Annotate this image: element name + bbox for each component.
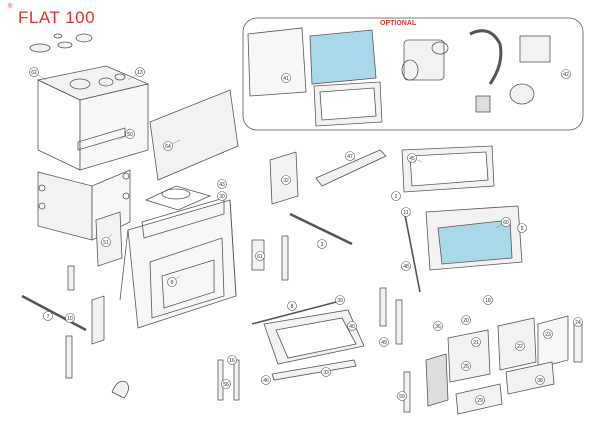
callout-23: 23 — [545, 332, 551, 338]
callout-56: 56 — [223, 382, 229, 388]
callout-39: 39 — [337, 298, 343, 304]
callout-48: 48 — [403, 264, 409, 270]
callout-49: 49 — [381, 340, 387, 346]
small-bracket-left — [91, 295, 105, 345]
door-rail — [403, 209, 421, 293]
callout-40: 40 — [349, 324, 355, 330]
firebrick-kit — [425, 315, 583, 415]
page-title: ® FLAT 100 — [8, 4, 96, 28]
top-plate — [36, 65, 150, 171]
vertical-bar-left — [65, 335, 73, 379]
glove-part — [111, 380, 129, 399]
optional-parts — [247, 27, 551, 127]
lower-post-2 — [233, 359, 240, 401]
callout-24: 24 — [575, 320, 581, 326]
lower-frame — [263, 309, 365, 381]
deflector — [315, 149, 387, 187]
callout-64: 64 — [165, 144, 171, 150]
short-tube — [67, 265, 75, 291]
right-post — [379, 287, 387, 327]
door-glass — [437, 219, 513, 265]
callout-36: 36 — [435, 324, 441, 330]
callout-61: 61 — [257, 254, 263, 260]
callout-9: 9 — [171, 280, 174, 286]
callout-62: 62 — [31, 70, 37, 76]
callout-50: 50 — [127, 132, 133, 138]
callout-8: 8 — [291, 304, 294, 310]
optional-panel — [242, 17, 584, 131]
callout-29: 29 — [477, 398, 483, 404]
callout-60: 60 — [503, 220, 509, 226]
callout-43: 43 — [219, 182, 225, 188]
callout-7: 7 — [47, 314, 50, 320]
callout-21: 21 — [473, 340, 479, 346]
center-rail — [281, 235, 289, 281]
firebox — [119, 185, 237, 329]
lower-rail — [251, 299, 345, 325]
callout-3: 3 — [321, 242, 324, 248]
callout-group: 62 13 64 50 51 43 30 10 7 61 32 3 47 45 … — [29, 67, 583, 405]
registered-mark: ® — [8, 4, 13, 10]
callout-32: 32 — [283, 178, 289, 184]
top-pipe-parts — [29, 33, 93, 53]
callout-59: 59 — [399, 394, 405, 400]
callout-46: 46 — [263, 378, 269, 384]
door-frame-upper — [401, 145, 495, 193]
far-right-post — [403, 371, 411, 413]
callout-38: 38 — [537, 378, 543, 384]
lower-post — [217, 359, 224, 401]
rod-left — [21, 294, 87, 332]
back-panel — [149, 89, 239, 181]
callout-13: 13 — [137, 70, 143, 76]
callout-45: 45 — [409, 156, 415, 162]
callout-2: 2 — [395, 194, 398, 200]
callout-42: 42 — [563, 72, 569, 78]
center-rod — [289, 212, 353, 246]
optional-label: OPTIONAL — [380, 20, 417, 27]
callout-25: 25 — [463, 364, 469, 370]
callout-51: 51 — [103, 240, 109, 246]
callout-41: 41 — [283, 76, 289, 82]
callout-30: 30 — [219, 194, 225, 200]
callout-10: 10 — [67, 316, 73, 322]
callout-20: 20 — [463, 318, 469, 324]
callout-16: 16 — [229, 358, 235, 364]
callout-5: 5 — [521, 226, 524, 232]
right-post-2 — [395, 299, 403, 345]
callout-33: 33 — [323, 370, 329, 376]
callout-47: 47 — [347, 154, 353, 160]
door-frame-lower — [425, 205, 523, 271]
title-text: FLAT 100 — [18, 8, 96, 27]
callout-22: 22 — [517, 344, 523, 350]
callout-11: 11 — [403, 210, 408, 216]
callout-18: 18 — [485, 298, 491, 304]
